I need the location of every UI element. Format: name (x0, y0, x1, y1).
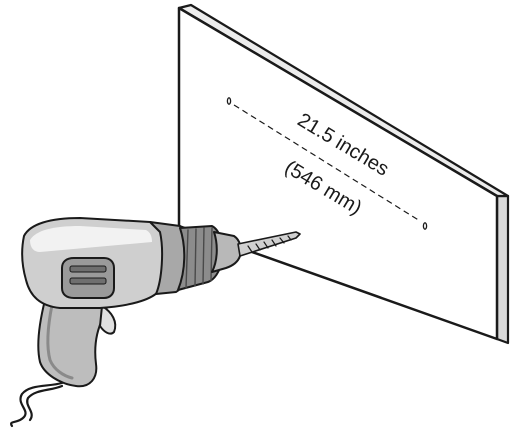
drill-chuck-rib (194, 228, 197, 287)
drill-bit-flutes (247, 235, 292, 253)
right-hole-marker (422, 222, 428, 230)
drill-handle-highlight (46, 303, 74, 380)
drill-chuck-rib (185, 229, 189, 289)
drill-chuck-nose (211, 231, 242, 273)
drill-chuck-rib (210, 227, 213, 282)
drill-body-highlight (30, 226, 152, 252)
drill-vent-slot (69, 277, 107, 285)
drill-trigger (99, 305, 117, 335)
board-side-edge (495, 194, 510, 345)
drill-chuck-rib (202, 227, 205, 285)
drill-bit (237, 231, 301, 257)
drill-vent-slot (69, 265, 107, 273)
board-face (177, 6, 499, 341)
mounting-board (177, 3, 510, 345)
dimension-line (233, 104, 421, 222)
left-hole-marker (226, 97, 232, 105)
hole-markers (226, 97, 428, 230)
power-drill-illustration (10, 217, 301, 428)
drill-power-cord (10, 381, 64, 428)
